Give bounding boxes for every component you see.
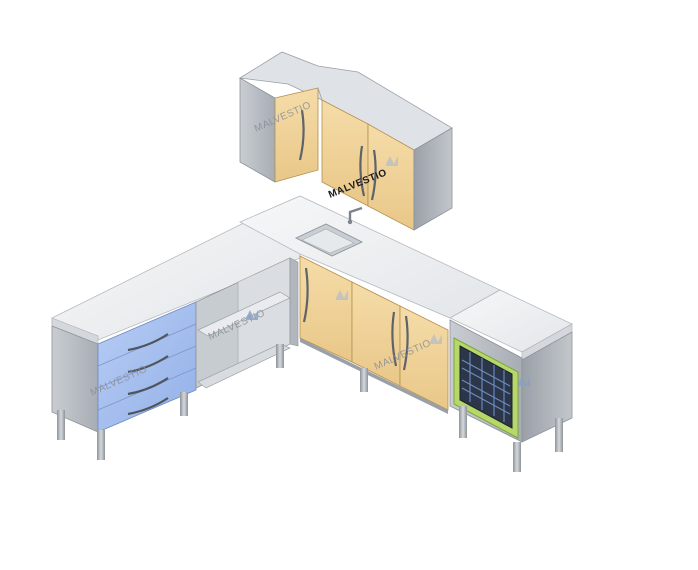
middle-base-run xyxy=(239,195,501,414)
right-base-unit xyxy=(449,289,573,443)
leg xyxy=(57,410,65,440)
drawer-handle-3-icon xyxy=(127,377,169,396)
legs xyxy=(57,344,563,472)
leg xyxy=(459,406,467,438)
dish-rack xyxy=(461,352,511,422)
wall-cabinet-right-side xyxy=(413,127,453,231)
brand-logo-icon xyxy=(246,310,258,320)
base-door-2-handle-icon xyxy=(391,311,398,367)
brand-logo-icon xyxy=(386,156,398,166)
leg xyxy=(555,418,563,452)
wall-cabinet-corner-door xyxy=(274,87,319,183)
brand-logo-icon xyxy=(430,334,442,344)
base-door-1-handle-icon xyxy=(302,267,309,323)
wall-door-handle-left-icon xyxy=(359,145,366,197)
brand-logo-icon xyxy=(336,290,348,300)
drawer-handle-2-icon xyxy=(127,355,169,374)
drawer-handle-1-icon xyxy=(127,333,169,352)
open-shelf-bottom xyxy=(197,343,291,389)
brand-logo-icon xyxy=(518,376,530,386)
wall-cabinet xyxy=(238,51,453,231)
open-shelf-divider xyxy=(289,257,299,347)
leg xyxy=(360,368,368,392)
leg xyxy=(97,430,105,460)
faucet-icon xyxy=(348,206,363,222)
leg xyxy=(276,344,284,368)
wall-door-handle-right-icon xyxy=(370,149,377,201)
base-door-3-handle-icon xyxy=(402,315,409,371)
left-base-run xyxy=(51,209,301,433)
leg xyxy=(513,442,521,472)
corner-door-handle-icon xyxy=(298,109,305,161)
drawer-handle-4-icon xyxy=(127,397,169,416)
leg xyxy=(180,392,188,416)
right-end-panel xyxy=(521,331,573,443)
